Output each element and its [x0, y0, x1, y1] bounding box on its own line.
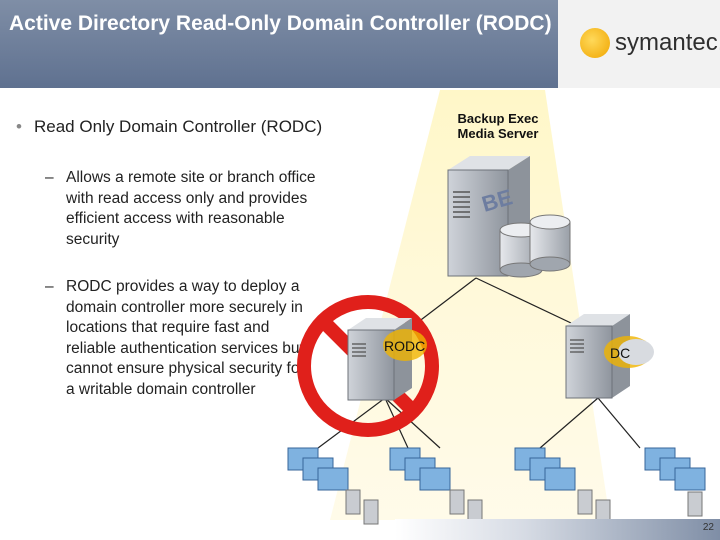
dc-label: DC	[610, 345, 631, 361]
rodc-label: RODC	[384, 338, 426, 354]
slide-title: Active Directory Read-Only Domain Contro…	[9, 12, 552, 35]
sub-point-1-text: Allows a remote site or branch office wi…	[66, 169, 316, 248]
rodc-server-icon	[347, 318, 427, 401]
dash-icon: –	[45, 169, 54, 186]
footer-bar	[395, 519, 720, 540]
disk-array-icon	[499, 214, 571, 278]
light-beam	[330, 90, 610, 520]
main-bullet-text: Read Only Domain Controller (RODC)	[34, 117, 323, 136]
symantec-logo-icon	[580, 28, 610, 58]
dash-icon: –	[45, 278, 54, 295]
bullet-icon: •	[16, 117, 22, 136]
workstation-group-icon	[287, 447, 706, 491]
workstation-tower-icon	[345, 489, 703, 525]
backup-exec-label: Backup Exec Media Server	[457, 111, 539, 141]
sub-point-2-text: RODC provides a way to deploy a domain c…	[66, 278, 305, 398]
dc-server-icon	[565, 314, 654, 399]
page-number: 22	[702, 522, 714, 533]
symantec-logo-text: symantec.	[615, 29, 720, 56]
